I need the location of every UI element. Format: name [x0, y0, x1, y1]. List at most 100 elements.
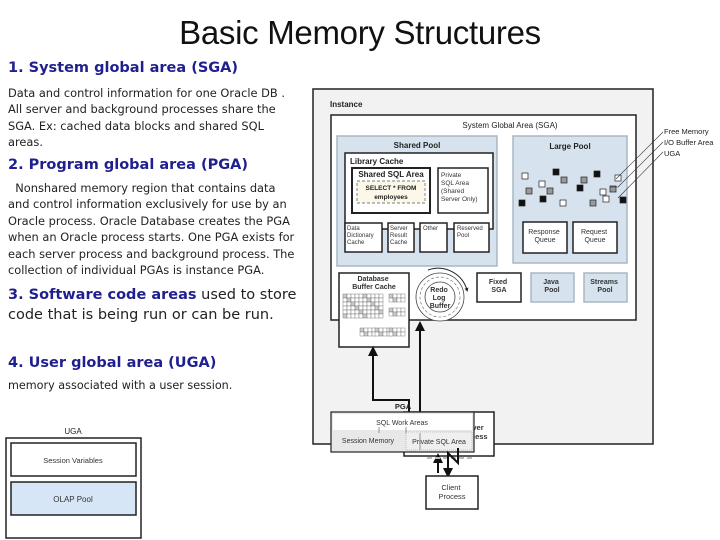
instance-label: Instance — [330, 100, 363, 109]
buffer-block — [359, 327, 365, 333]
buffer-block — [362, 293, 368, 299]
buffer-block — [392, 293, 398, 299]
buffer-block — [374, 313, 380, 319]
legend-leader-io-buffer-2 — [617, 141, 664, 188]
buffer-grid — [342, 293, 406, 337]
legend-leader-uga — [617, 151, 664, 199]
buffer-block — [400, 331, 406, 337]
buffer-block — [392, 297, 398, 303]
buffer-block — [396, 293, 402, 299]
other-box — [419, 222, 448, 253]
buffer-block — [350, 305, 356, 311]
private-sql-area-pga-label: Private SQL Area — [412, 439, 466, 446]
buffer-block — [358, 297, 364, 303]
buffer-block — [358, 313, 364, 319]
request-queue-box — [572, 221, 618, 254]
sql-work-areas-label: SQL Work Areas — [376, 420, 428, 427]
heading-rest-part: used to store — [196, 287, 297, 303]
client-process-box — [425, 475, 479, 510]
buffer-block — [388, 293, 394, 299]
buffer-block — [396, 297, 402, 303]
buffer-block — [367, 331, 373, 337]
data-dictionary-cache-label: Data Dictionary Cache — [347, 226, 375, 246]
free-memory-chunk — [602, 195, 610, 203]
sql-work-areas-box — [333, 414, 472, 430]
buffer-block — [378, 309, 384, 315]
buffer-block — [358, 305, 364, 311]
io-buffer-chunk — [525, 187, 533, 195]
buffer-block — [362, 305, 368, 311]
buffer-block — [370, 301, 376, 307]
buffer-block — [366, 293, 372, 299]
buffer-block — [400, 307, 406, 313]
pga-label: PGA — [395, 402, 412, 411]
section-body-pga: Nonshared memory region that contains da… — [8, 181, 299, 278]
io-buffer-chunk — [560, 176, 568, 184]
buffer-block — [378, 305, 384, 311]
buffer-block — [374, 301, 380, 307]
buffer-block — [396, 307, 402, 313]
uga-diagram: UGA Session Variables OLAP Pool — [5, 427, 142, 539]
buffer-block — [392, 311, 398, 317]
java-pool-box — [530, 272, 575, 303]
redo-ring-inner — [424, 281, 456, 313]
section-body-uga: memory associated with a user session. — [8, 379, 233, 392]
buffer-block — [362, 301, 368, 307]
private-sql-area-pga-box — [405, 431, 473, 451]
fixed-sga-label: Fixed SGA — [489, 279, 509, 294]
buffer-block — [363, 331, 369, 337]
sql-line-1: SELECT * FROM — [366, 185, 417, 192]
uga-label: UGA — [64, 427, 82, 436]
buffer-block — [374, 297, 380, 303]
section-heading-pga: 2. Program global area (PGA) — [8, 157, 248, 173]
free-memory-chunk — [614, 174, 622, 182]
buffer-block — [346, 293, 352, 299]
buffer-block — [400, 297, 406, 303]
response-queue-box — [522, 221, 568, 254]
buffer-block — [367, 327, 373, 333]
legend-leader-free-memory — [615, 131, 664, 180]
buffer-block — [350, 309, 356, 315]
buffer-block — [378, 301, 384, 307]
heading-bold-part: 3. Software code areas — [8, 287, 197, 303]
buffer-block — [342, 293, 348, 299]
sql-statement-box — [356, 180, 426, 204]
other-label: Other — [423, 226, 438, 232]
buffer-block — [362, 313, 368, 319]
buffer-block — [378, 313, 384, 319]
io-buffer-chunk — [609, 185, 617, 193]
server-result-cache-box — [387, 222, 415, 253]
uga-chunk — [518, 199, 526, 207]
buffer-block — [370, 313, 376, 319]
buffer-block — [358, 301, 364, 307]
buffer-block — [396, 331, 402, 337]
request-queue-label: Request Queue — [581, 229, 609, 244]
buffer-block — [400, 293, 406, 299]
page-title: Basic Memory Structures — [179, 14, 541, 51]
buffer-block — [346, 301, 352, 307]
buffer-block — [370, 297, 376, 303]
buffer-block — [378, 293, 384, 299]
streams-pool-label: Streams Pool — [590, 279, 620, 294]
buffer-block — [350, 301, 356, 307]
buffer-block — [366, 309, 372, 315]
io-buffer-chunk — [589, 199, 597, 207]
buffer-block — [382, 331, 388, 337]
buffer-block — [374, 331, 380, 337]
free-memory-chunk — [599, 188, 607, 196]
response-queue-label: Response Queue — [528, 229, 561, 244]
session-memory-label: Session Memory — [342, 438, 395, 445]
buffer-block — [342, 309, 348, 315]
shared-pool-label: Shared Pool — [394, 141, 441, 150]
network-lightning-link — [447, 448, 459, 470]
session-variables-label: Session Variables — [43, 456, 103, 465]
free-memory-chunk — [538, 180, 546, 188]
server-result-cache-label: Server Result Cache — [390, 226, 409, 246]
buffer-block — [392, 307, 398, 313]
olap-pool-label: OLAP Pool — [53, 495, 93, 504]
buffer-block — [366, 305, 372, 311]
buffer-block — [354, 313, 360, 319]
buffer-block — [388, 307, 394, 313]
buffer-block — [354, 301, 360, 307]
buffer-block — [396, 311, 402, 317]
